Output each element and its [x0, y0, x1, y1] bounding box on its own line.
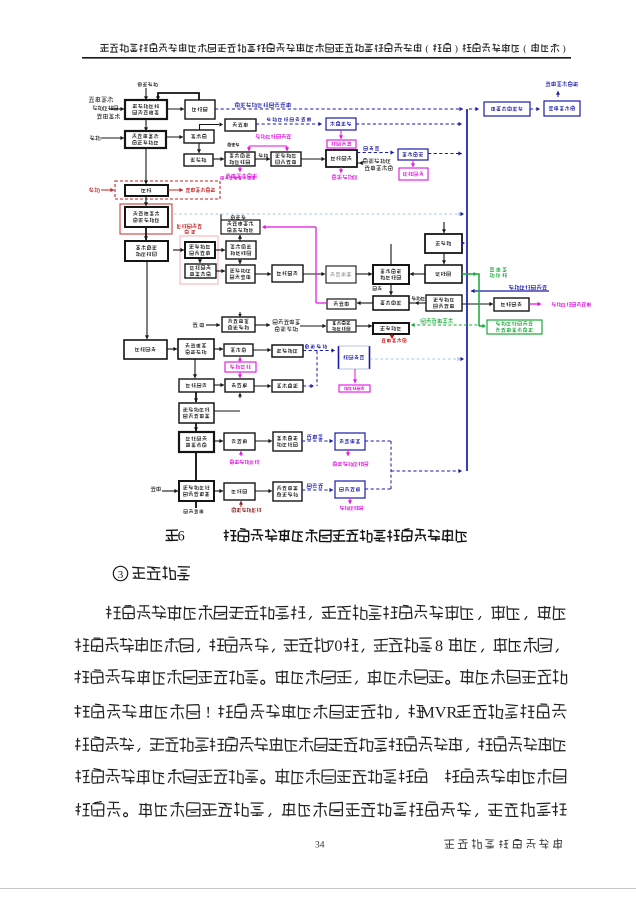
svg-text:34: 34 [315, 841, 325, 851]
svg-text:(: ( [523, 44, 526, 55]
svg-text:!: ! [206, 703, 211, 721]
svg-text:(: ( [425, 44, 428, 55]
svg-text:MVR: MVR [420, 703, 457, 721]
svg-text:3: 3 [118, 569, 124, 581]
svg-text:8: 8 [435, 637, 443, 655]
svg-text:): ) [455, 44, 458, 55]
svg-text:70: 70 [326, 637, 342, 655]
svg-text:): ) [562, 44, 565, 55]
svg-text:6: 6 [178, 529, 185, 545]
